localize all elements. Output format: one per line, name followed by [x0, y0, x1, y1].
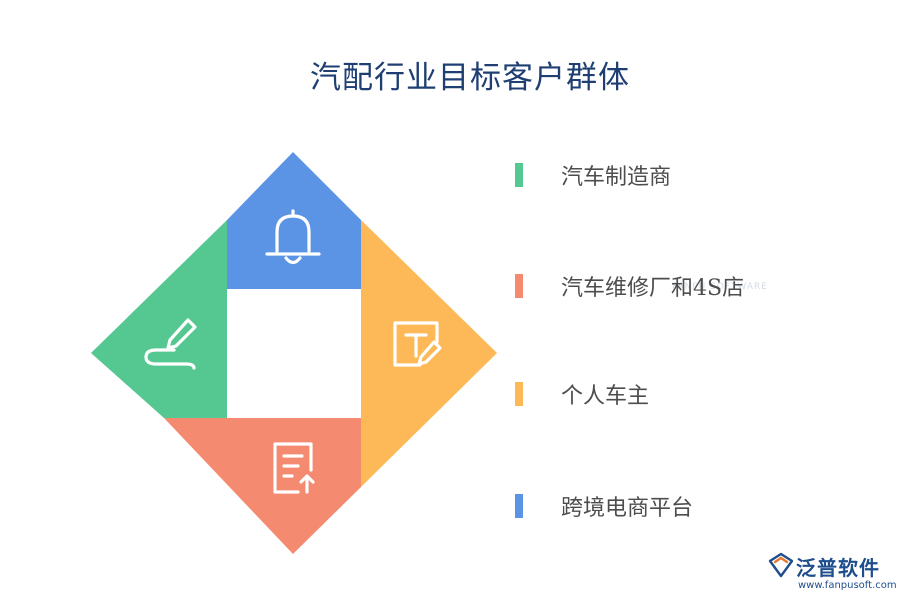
watermark-text: FANPU SOFTWARE [672, 282, 768, 292]
segment-left [91, 220, 227, 418]
logo-url: www.fanpusoft.com [798, 580, 897, 591]
page-title: 汽配行业目标客户群体 [310, 60, 630, 96]
pen-signature-icon [144, 318, 197, 370]
brand-logo: 泛普软件 www.fanpusoft.com [768, 550, 897, 596]
logo-mark-icon [768, 552, 794, 578]
segment-top [227, 152, 361, 289]
segment-right [361, 220, 497, 487]
document-upload-icon [273, 442, 315, 494]
logo-name: 泛普软件 [796, 556, 880, 580]
bell-icon [265, 209, 321, 265]
text-edit-icon [393, 321, 442, 367]
segment-bottom [164, 418, 361, 554]
center-square [227, 289, 361, 418]
